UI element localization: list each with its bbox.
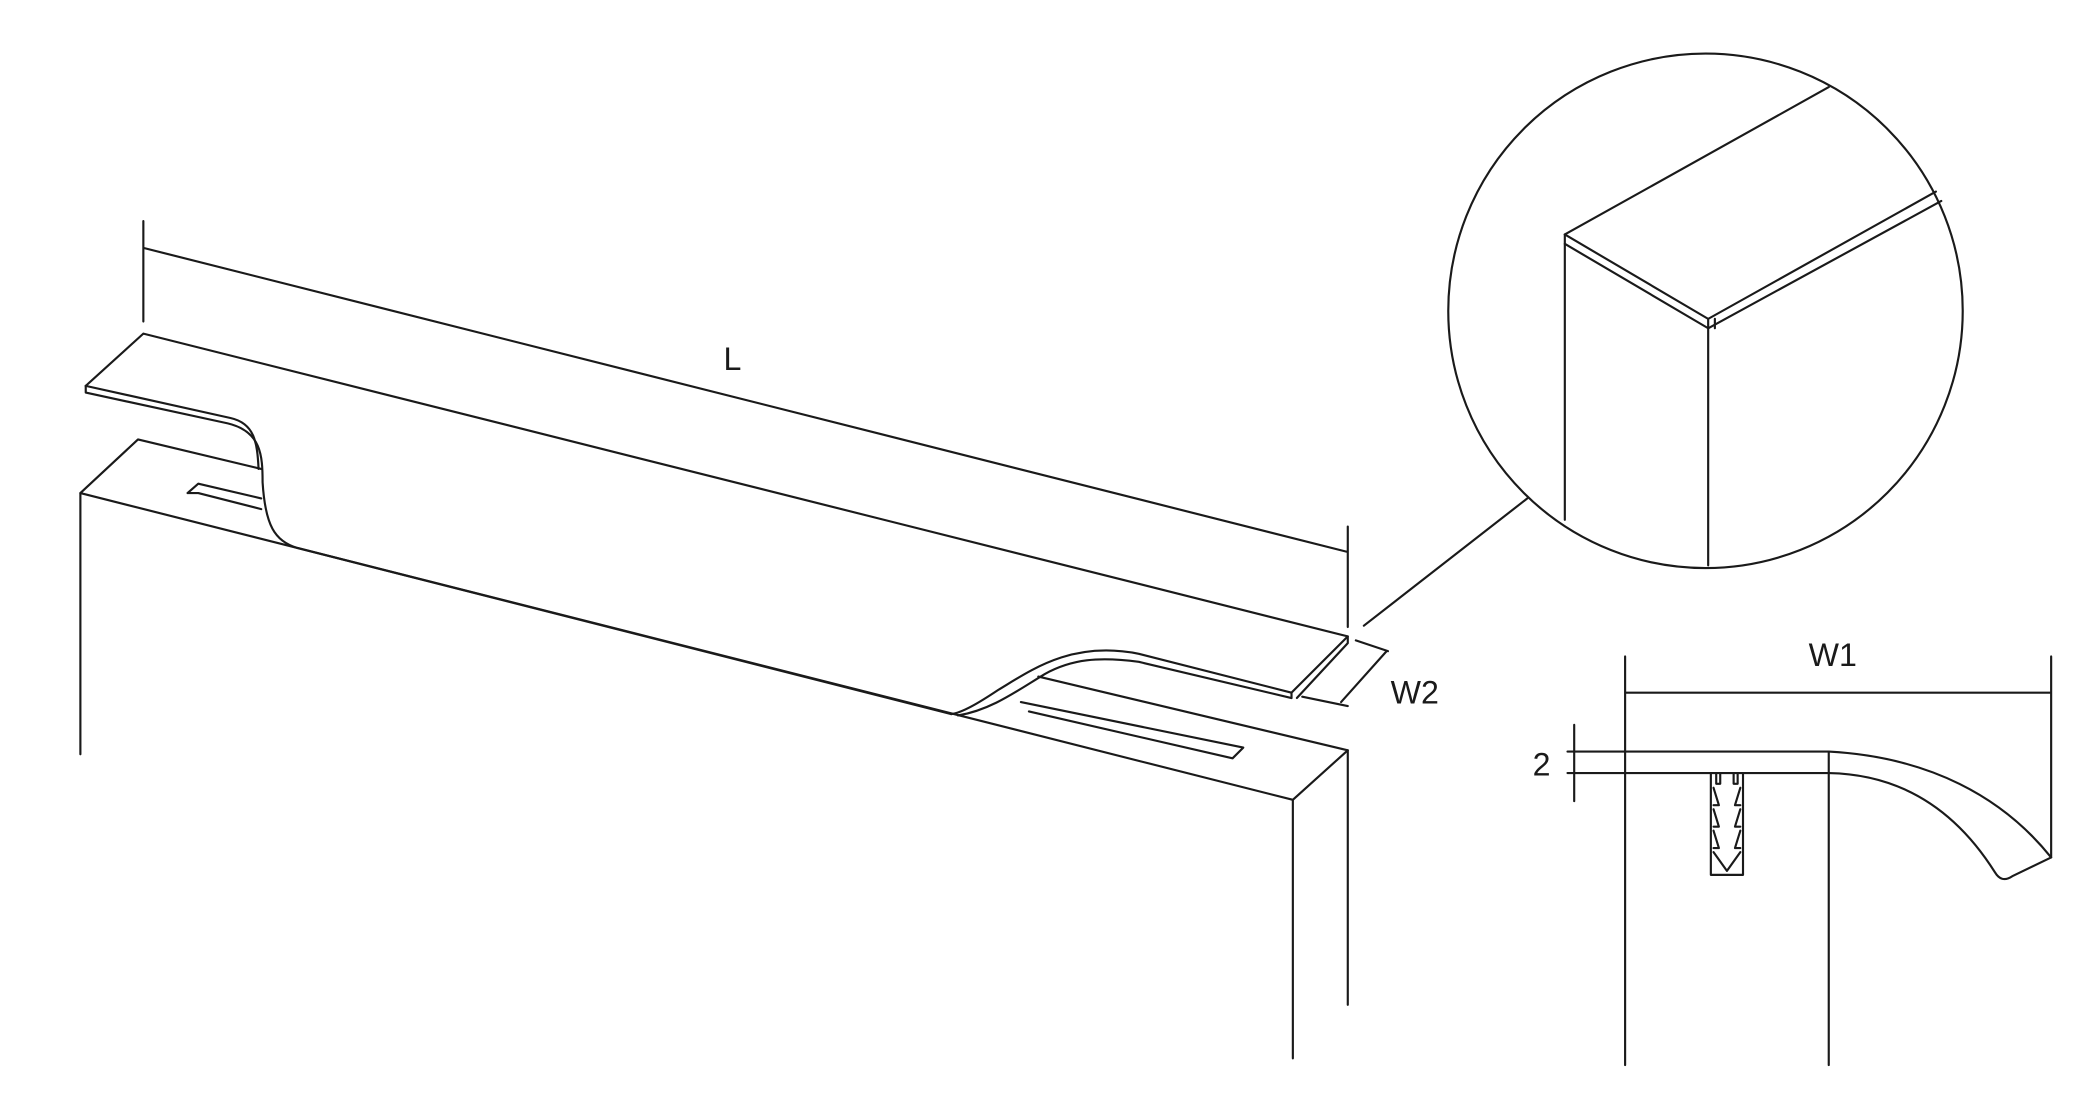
right-slot [1019,700,1245,760]
corner-detail-callout [1362,52,1964,627]
door-panel [79,438,1349,1060]
w2-label: W2 [1391,674,1439,710]
w1-label: W1 [1809,637,1857,673]
profile-section: W1 2 [1533,637,2053,1067]
dowel [1709,771,1745,876]
left-slot [186,482,263,511]
handle-strip [84,332,1349,717]
w2-dimension: W2 [1301,639,1439,710]
thickness-label: 2 [1533,747,1551,783]
length-label: L [723,341,741,377]
length-dimension: L [142,220,1349,629]
